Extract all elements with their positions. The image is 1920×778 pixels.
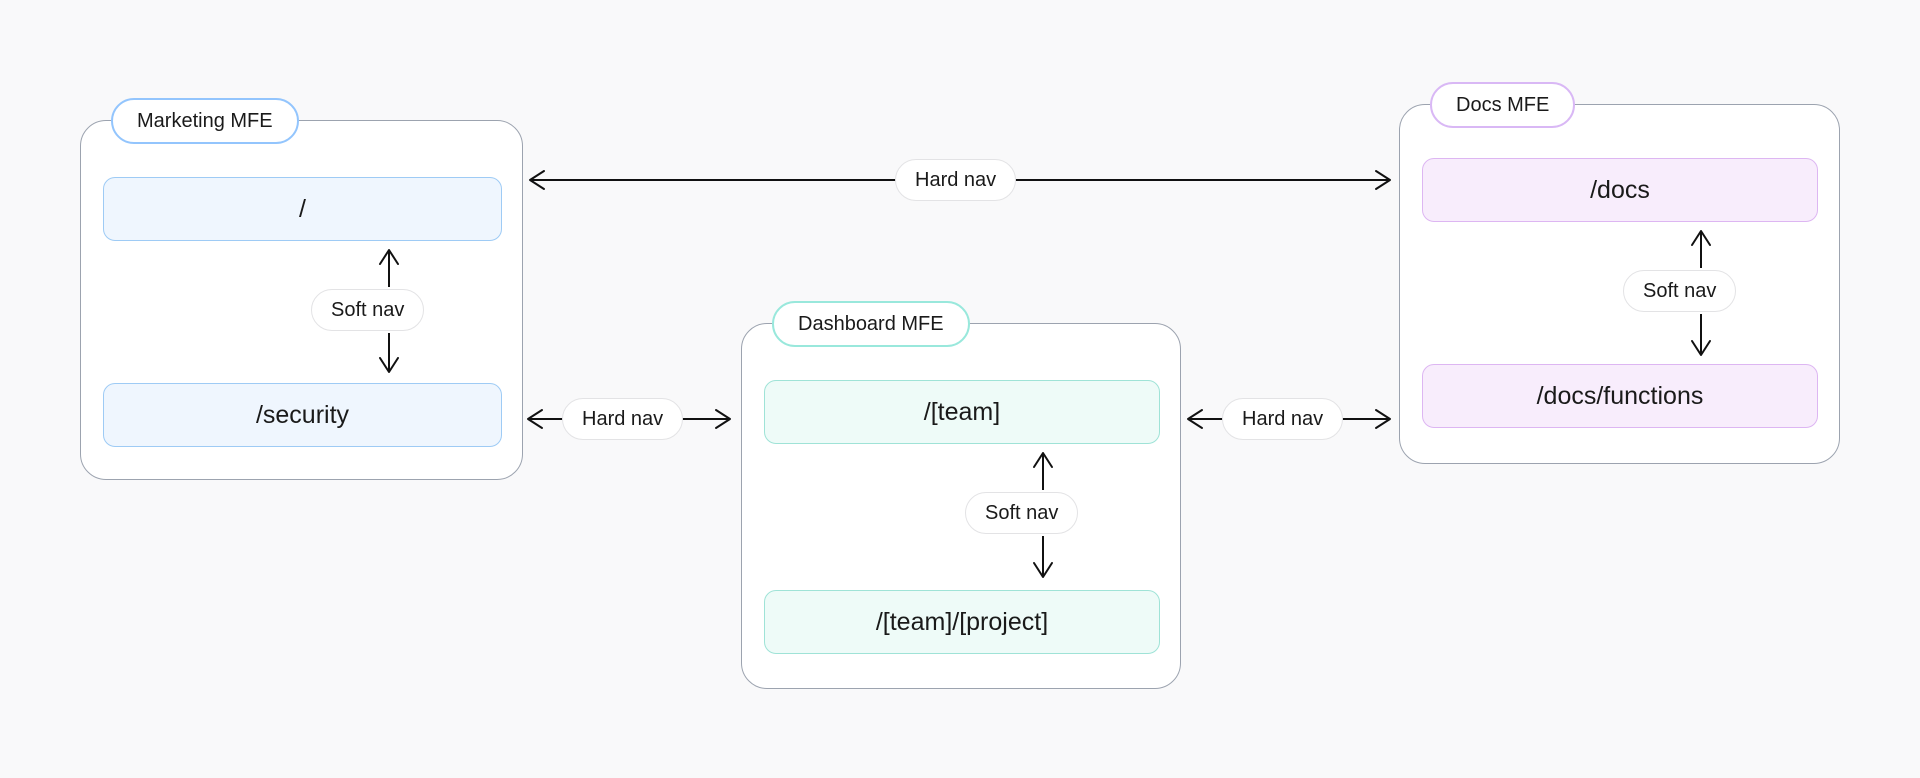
soft-nav-arrow-docs-down [1691,314,1711,356]
node-label: /docs [1590,175,1650,204]
group-label-marketing-mfe[interactable]: Marketing MFE [111,98,299,144]
hard-nav-label-text: Hard nav [582,407,664,430]
hard-nav-label-marketing-dashboard[interactable]: Hard nav [562,398,684,440]
soft-nav-arrow-docs-up [1691,230,1711,268]
soft-nav-label-text: Soft nav [331,298,405,321]
hard-nav-label-text: Hard nav [915,168,997,191]
group-label-docs-mfe[interactable]: Docs MFE [1430,82,1576,128]
soft-nav-arrow-dashboard-down [1033,536,1053,578]
hard-nav-label-text: Hard nav [1242,407,1324,430]
node-dashboard-team[interactable]: /[team] [764,380,1160,444]
group-label-text: Marketing MFE [137,109,273,132]
group-label-dashboard-mfe[interactable]: Dashboard MFE [772,301,970,347]
group-dashboard-mfe[interactable]: Dashboard MFE /[team] Soft nav /[team]/[… [741,301,1181,689]
hard-nav-label-marketing-docs[interactable]: Hard nav [895,159,1017,201]
group-marketing-mfe[interactable]: Marketing MFE / Soft nav /security [80,98,523,480]
group-label-text: Dashboard MFE [798,312,944,335]
node-dashboard-project[interactable]: /[team]/[project] [764,590,1160,654]
soft-nav-label-marketing[interactable]: Soft nav [311,289,425,331]
soft-nav-label-docs[interactable]: Soft nav [1623,270,1737,312]
soft-nav-label-text: Soft nav [985,501,1059,524]
node-label: /[team]/[project] [875,607,1049,636]
soft-nav-label-text: Soft nav [1643,279,1717,302]
node-marketing-root[interactable]: / [103,177,502,241]
node-label: /[team] [923,397,1001,426]
soft-nav-arrow-marketing-down [379,333,399,373]
soft-nav-arrow-dashboard-up [1033,452,1053,490]
node-docs-functions[interactable]: /docs/functions [1422,364,1818,428]
soft-nav-arrow-marketing-up [379,249,399,287]
node-label: /docs/functions [1536,381,1704,410]
group-label-text: Docs MFE [1456,93,1550,116]
hard-nav-label-dashboard-docs[interactable]: Hard nav [1222,398,1344,440]
node-label: /security [255,400,350,429]
node-marketing-security[interactable]: /security [103,383,502,447]
group-docs-mfe[interactable]: Docs MFE /docs Soft nav /docs/functions [1399,82,1840,464]
soft-nav-label-dashboard[interactable]: Soft nav [965,492,1079,534]
node-label: / [299,194,306,223]
node-docs-root[interactable]: /docs [1422,158,1818,222]
